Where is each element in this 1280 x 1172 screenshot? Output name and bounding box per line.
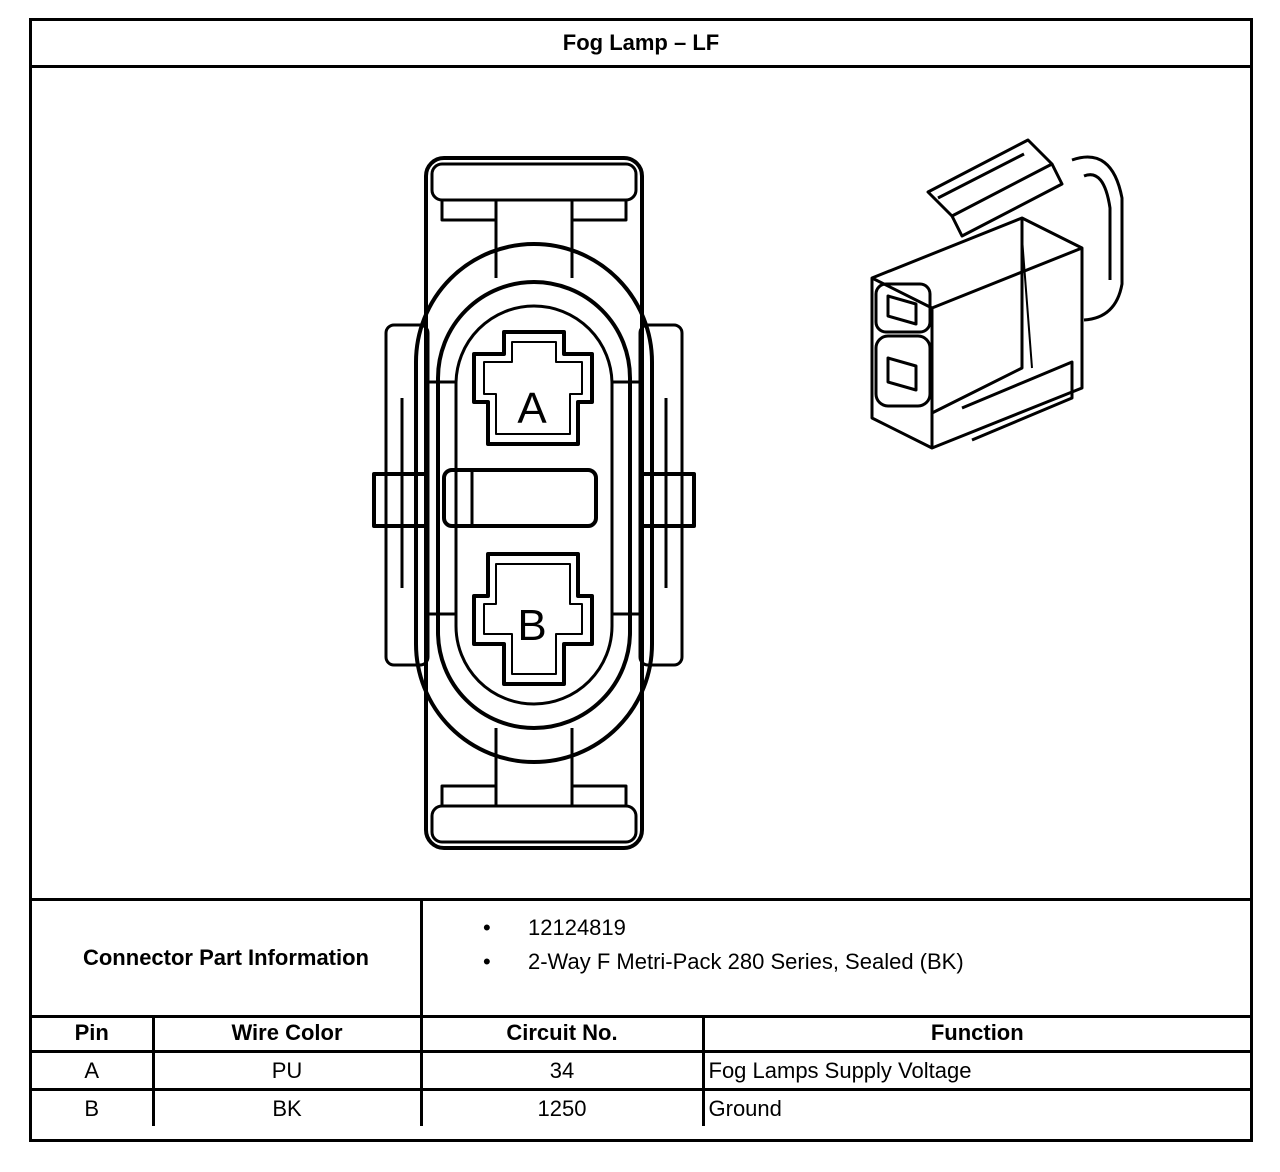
connector-face-drawing: A B [372,138,1124,850]
connector-3d-view [870,138,1124,450]
cell-pin: A [32,1050,155,1091]
pin-label-b: B [517,601,546,650]
header-pin: Pin [32,1015,155,1053]
pin-label-a: A [517,384,547,433]
connector-diagram-frame: Fog Lamp – LF [29,18,1253,1142]
table-row: B BK 1250 Ground [32,1088,1250,1126]
bullet-icon: • [483,949,491,974]
right-side-clip [638,323,684,667]
table-row: A PU 34 Fog Lamps Supply Voltage [32,1050,1250,1091]
left-side-clip [384,323,430,667]
header-function: Function [701,1015,1250,1053]
cell-circuit-no: 34 [419,1050,705,1091]
header-circuit-no: Circuit No. [419,1015,705,1053]
list-item: • 2-Way F Metri-Pack 280 Series, Sealed (… [423,945,964,979]
connector-drawing-area: A B [32,68,1250,898]
terminal-cavity-b [472,552,594,686]
seal-inner-oval [454,304,614,706]
cell-circuit-no: 1250 [419,1088,705,1126]
diagram-title: Fog Lamp – LF [32,21,1250,68]
part-number: 12124819 [528,915,626,940]
seal-outer-oval [414,242,654,764]
left-lock-tab [372,472,428,528]
terminal-cavity-a [472,330,594,446]
right-lock-tab [640,472,696,528]
seal-middle-oval [436,280,632,730]
pin-table: Pin Wire Color Circuit No. Function A PU… [32,1015,1250,1126]
table-header-row: Pin Wire Color Circuit No. Function [32,1015,1250,1053]
cell-wire-color: PU [151,1050,423,1091]
connector-part-info-label: Connector Part Information [32,901,423,1015]
connector-outer-body [424,156,644,850]
cell-function: Ground [701,1088,1250,1126]
cell-wire-color: BK [151,1088,423,1126]
connector-part-info: Connector Part Information • 12124819 • 2-… [32,898,1250,1018]
cell-pin: B [32,1088,155,1126]
header-wire-color: Wire Color [151,1015,423,1053]
connector-part-info-list: • 12124819 • 2-Way F Metri-Pack 280 Series… [423,911,964,979]
cell-function: Fog Lamps Supply Voltage [701,1050,1250,1091]
bullet-icon: • [483,915,491,940]
list-item: • 12124819 [423,911,964,945]
connector-description: 2-Way F Metri-Pack 280 Series, Sealed (B… [528,949,964,974]
center-divider [442,468,598,528]
